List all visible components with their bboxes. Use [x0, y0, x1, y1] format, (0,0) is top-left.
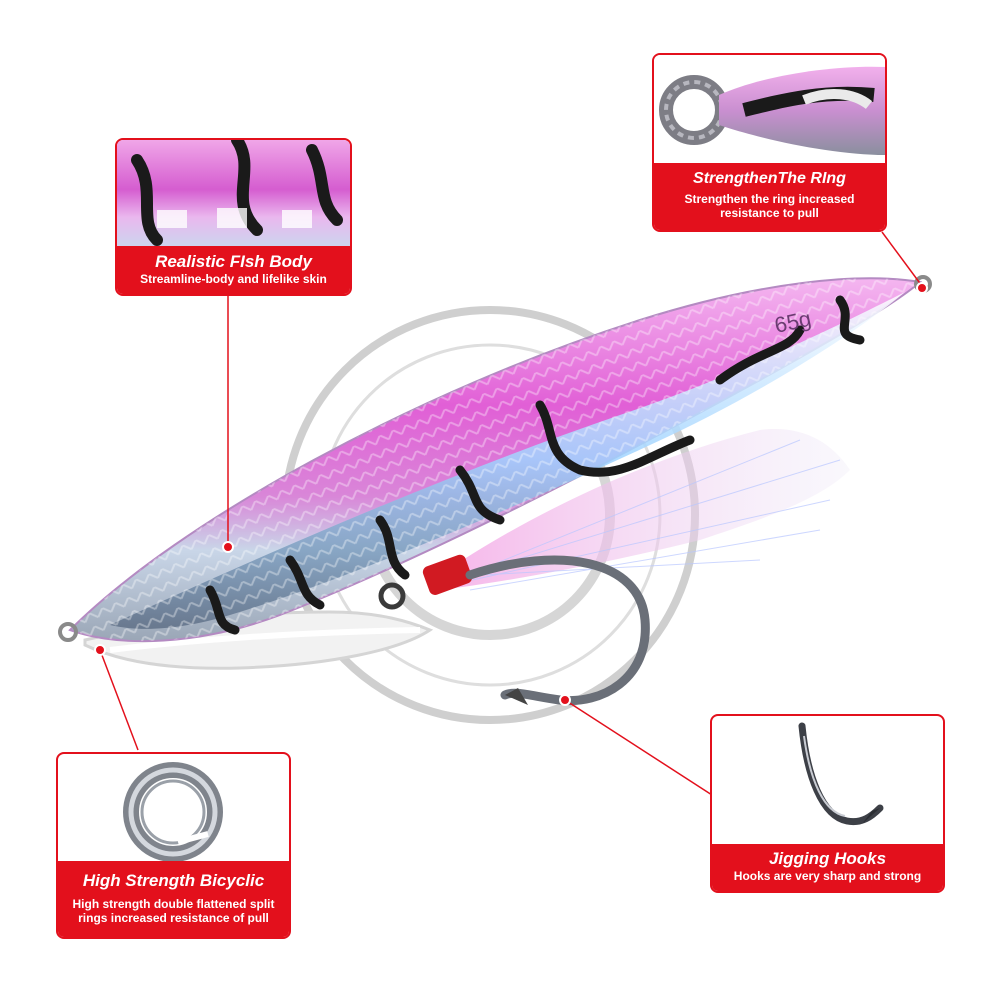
- hooks-description: Hooks are very sharp and strong: [733, 869, 922, 883]
- split-ring-description-line1: High strength double flattened split: [72, 897, 275, 911]
- fish-skin-closeup-image: [117, 140, 350, 250]
- hooks-title: Jigging Hooks: [768, 849, 887, 868]
- callout-hooks: Jigging Hooks Hooks are very sharp and s…: [710, 714, 945, 893]
- hook-closeup-image: [712, 716, 943, 846]
- ring-description-line1: Strengthen the ring increased: [684, 192, 855, 206]
- fish-body-description: Streamline-body and lifelike skin: [140, 272, 327, 286]
- fish-body-title: Realistic FIsh Body: [155, 252, 312, 271]
- callout-ring: StrengthenThe RIng Strengthen the ring i…: [652, 53, 887, 232]
- ring-description-line2: resistance to pull: [720, 206, 819, 221]
- split-ring-title: High Strength Bicyclic: [82, 871, 265, 890]
- callout-fish-body: Realistic FIsh Body Streamline-body and …: [115, 138, 352, 296]
- split-ring-image: [58, 754, 289, 864]
- ring-closeup-image: [654, 55, 885, 165]
- callout-split-ring: High Strength Bicyclic High strength dou…: [56, 752, 291, 939]
- ring-title: StrengthenThe RIng: [693, 170, 846, 187]
- split-ring-description-line2: rings increased resistance of pull: [78, 911, 269, 926]
